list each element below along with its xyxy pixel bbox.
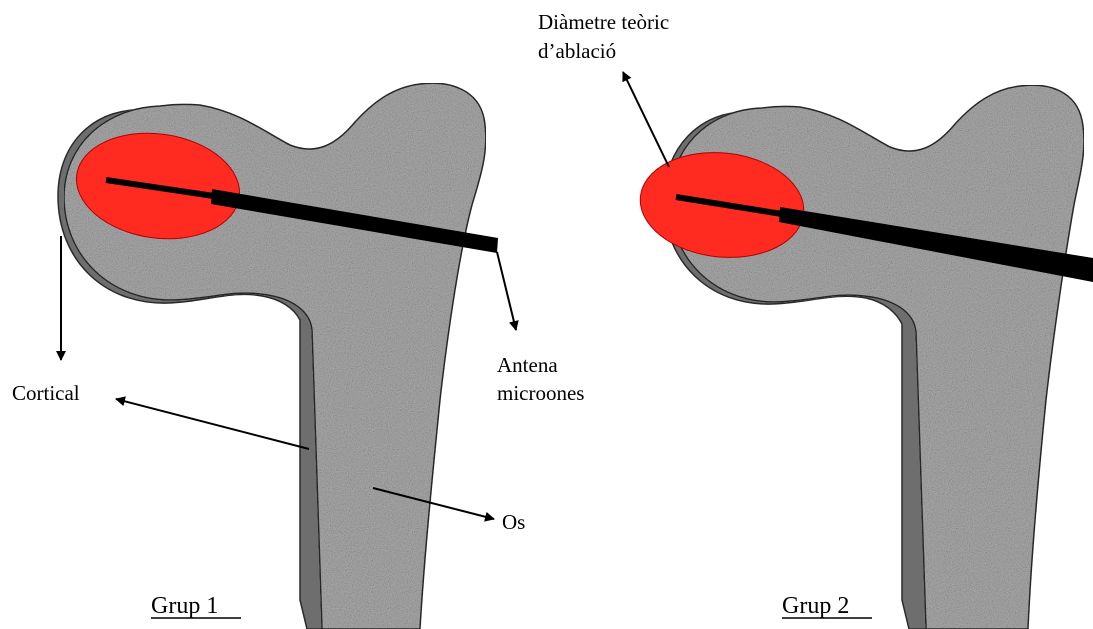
label-diametre-line2: d’ablació	[538, 39, 616, 63]
label-diametre-line1: Diàmetre teòric	[538, 10, 669, 34]
label-antena-line1: Antena	[497, 353, 558, 377]
group1-antenna-arrow	[497, 252, 516, 330]
group1-label: Grup 1	[151, 593, 218, 619]
group2-diameter-arrow	[623, 72, 669, 167]
label-antena-line2: microones	[497, 381, 584, 405]
label-os: Os	[502, 510, 525, 534]
group1-cortical-arrow	[116, 399, 309, 449]
group2-diagram: Diàmetre teòric d’ablació Grup 2	[538, 10, 1093, 629]
label-cortical: Cortical	[12, 381, 80, 405]
group1-diagram: Cortical Os Antena microones Grup 1	[12, 83, 584, 629]
group2-label: Grup 2	[782, 593, 849, 619]
